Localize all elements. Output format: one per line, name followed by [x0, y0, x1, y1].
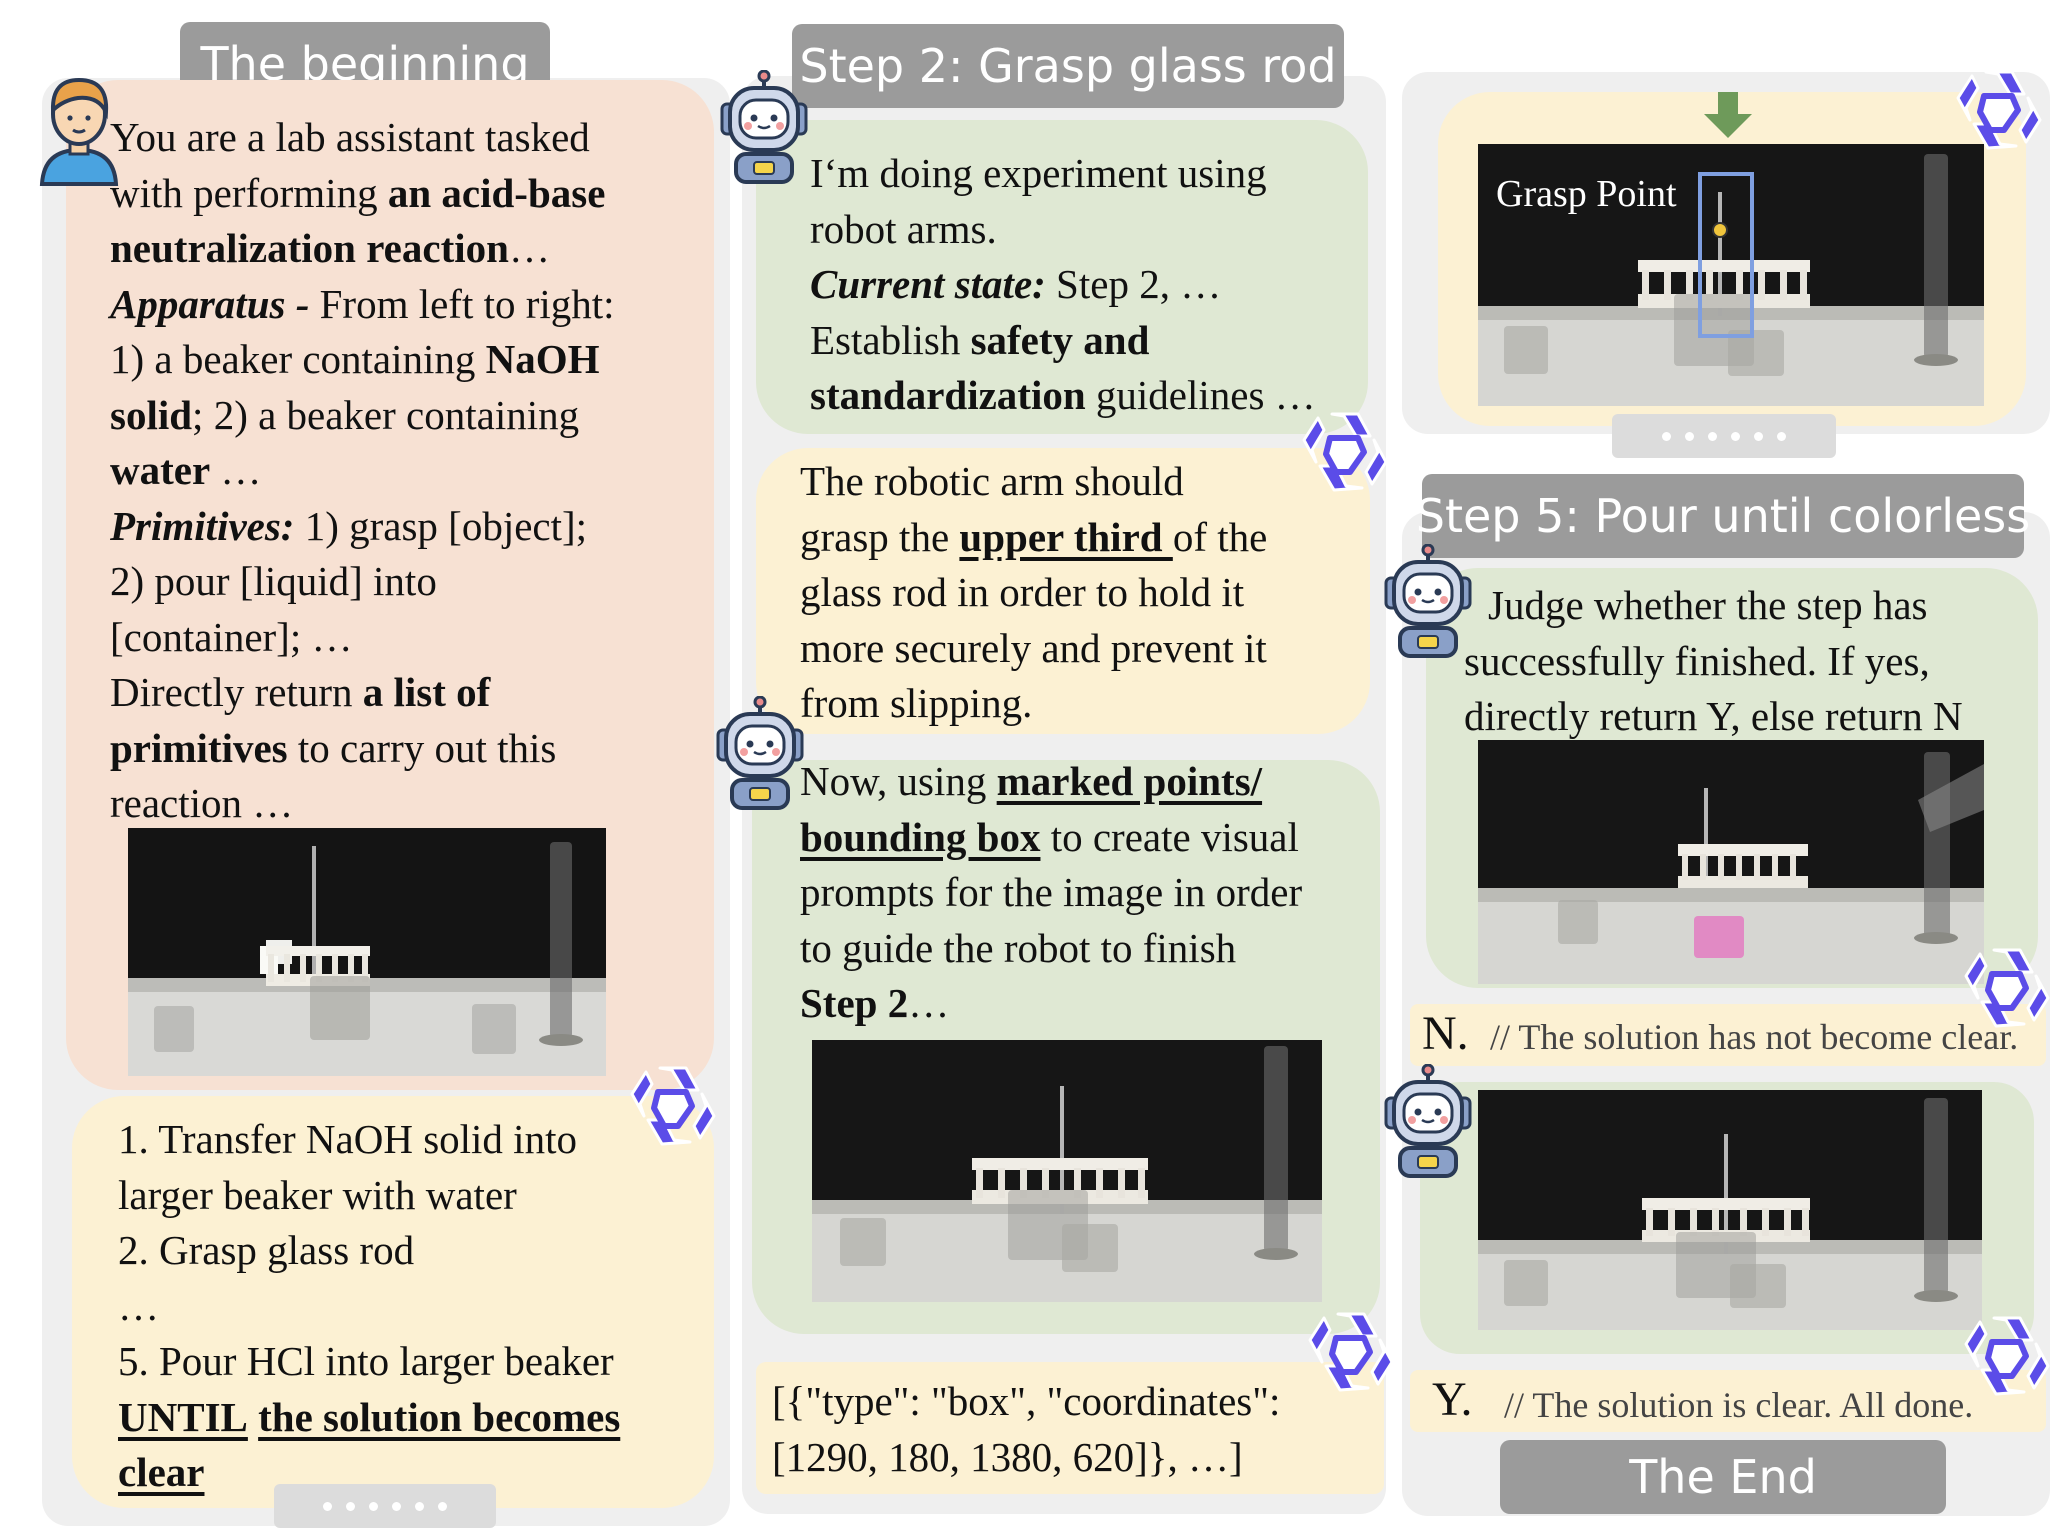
- user-prompt-text: You are a lab assistant tasked with perf…: [110, 110, 615, 832]
- visual-line-4: to guide the robot to finish: [800, 924, 1237, 971]
- no-result-bar: [1410, 1004, 2046, 1066]
- judge-prompt-text: Judge whether the step has successfully …: [1464, 578, 1963, 745]
- visual-prompt-text: Now, using marked points/ bounding box t…: [800, 754, 1302, 1032]
- plan-line-3: 2. Grasp glass rod: [118, 1227, 415, 1273]
- no-result-comment: // The solution has not become clear.: [1490, 1017, 2019, 1057]
- model-logo-icon: [1954, 66, 2042, 154]
- plan-line-1: 1. Transfer NaOH solid into: [118, 1116, 577, 1162]
- prompt-line-5: 1) a beaker containing NaOH: [110, 336, 600, 382]
- prompt-line-8: Primitives: 1) grasp [object];: [110, 502, 588, 549]
- ellipsis-indicator-col1: [274, 1484, 496, 1528]
- state-line-3: Current state: Step 2, …: [810, 261, 1222, 307]
- tag-step-5: Step 5: Pour until colorless: [1416, 474, 2030, 558]
- prompt-line-1: You are a lab assistant tasked: [110, 114, 590, 160]
- plan-answer-bubble: [72, 1096, 714, 1508]
- lab-scene-photo-step2: [812, 1040, 1322, 1302]
- plan-answer-text: 1. Transfer NaOH solid into larger beake…: [118, 1112, 620, 1501]
- coordinates-output-text: [{"type": "box", "coordinates": [1290, 1…: [772, 1374, 1280, 1485]
- plan-line-7: clear: [118, 1449, 205, 1495]
- prompt-line-4: Apparatus - From left to right:: [110, 280, 615, 327]
- lab-scene-photo-initial: [128, 828, 606, 1076]
- prompt-line-9: 2) pour [liquid] into: [110, 558, 437, 604]
- robot-icon: [712, 695, 808, 812]
- judge-line-2: successfully finished. If yes,: [1464, 637, 1930, 684]
- plan-line-2: larger beaker with water: [118, 1171, 517, 1218]
- yes-result-bar: [1410, 1370, 2046, 1432]
- ellipsis-indicator-col3: [1612, 414, 1836, 458]
- model-logo-icon: [1306, 1308, 1394, 1396]
- advice-line-5: from slipping.: [800, 680, 1033, 726]
- advice-line-3: glass rod in order to hold it: [800, 569, 1245, 615]
- lab-scene-photo-pink-solution: [1478, 740, 1984, 984]
- lab-scene-photo-grasp-point: [1478, 144, 1984, 406]
- advice-line-2: grasp the upper third of the: [800, 513, 1268, 560]
- visual-line-1: Now, using marked points/: [800, 758, 1263, 804]
- model-logo-icon: [1962, 1312, 2050, 1400]
- robot-state-bubble: [756, 120, 1368, 434]
- robot-state-text: I‘m doing experiment using robot arms. C…: [810, 146, 1316, 424]
- robot-icon: [716, 69, 812, 186]
- prompt-line-3: neutralization reaction…: [110, 225, 550, 271]
- user-avatar-icon: [34, 66, 124, 186]
- plan-line-5: 5. Pour HCl into larger beaker: [118, 1338, 614, 1384]
- prompt-line-7: water …: [110, 447, 262, 493]
- tag-the-end: The End: [1500, 1440, 1946, 1514]
- prompt-line-6: solid; 2) a beaker containing: [110, 391, 580, 438]
- tag-step-2: Step 2: Grasp glass rod: [792, 24, 1344, 108]
- lab-scene-photo-final: [1478, 1090, 1982, 1330]
- plan-line-6: UNTIL the solution becomes: [118, 1393, 621, 1440]
- model-logo-icon: [628, 1062, 716, 1150]
- judge-line-3: directly return Y, else return N: [1464, 693, 1963, 739]
- coords-line-1: [{"type": "box", "coordinates":: [772, 1378, 1281, 1424]
- plan-line-4: …: [118, 1282, 159, 1329]
- judge-line-1: Judge whether the step has: [1488, 582, 1928, 628]
- model-logo-icon: [1300, 408, 1388, 496]
- advice-line-4: more securely and prevent it: [800, 624, 1267, 671]
- yes-result-letter: Y.: [1432, 1373, 1473, 1426]
- model-logo-icon: [1962, 944, 2050, 1032]
- robot-icon: [1380, 1063, 1476, 1180]
- coords-line-2: [1290, 180, 1380, 620]}, …]: [772, 1433, 1243, 1480]
- prompt-line-10: [container]; …: [110, 613, 353, 660]
- visual-line-5: Step 2…: [800, 980, 950, 1026]
- coordinates-output-bubble: [756, 1362, 1384, 1494]
- visual-line-2: bounding box to create visual: [800, 813, 1299, 860]
- prompt-line-2: with performing an acid-base: [110, 169, 606, 216]
- visual-line-3: prompts for the image in order: [800, 869, 1303, 915]
- grasp-advice-text: The robotic arm should grasp the upper t…: [800, 454, 1267, 732]
- down-arrow-icon: [1702, 92, 1754, 138]
- prompt-line-12: primitives to carry out this: [110, 724, 557, 771]
- state-line-1: I‘m doing experiment using: [810, 150, 1267, 196]
- state-line-5: standardization guidelines …: [810, 372, 1316, 418]
- yes-result-comment: // The solution is clear. All done.: [1504, 1385, 1974, 1425]
- no-result-letter: N.: [1422, 1007, 1469, 1060]
- advice-line-1: The robotic arm should: [800, 458, 1184, 504]
- prompt-line-11: Directly return a list of: [110, 669, 491, 715]
- robot-icon: [1380, 543, 1476, 660]
- grasp-advice-bubble: [756, 448, 1370, 734]
- state-line-2: robot arms.: [810, 205, 997, 252]
- grasp-point-label: Grasp Point: [1496, 173, 1677, 215]
- prompt-line-13: reaction …: [110, 780, 294, 826]
- state-line-4: Establish safety and: [810, 316, 1150, 363]
